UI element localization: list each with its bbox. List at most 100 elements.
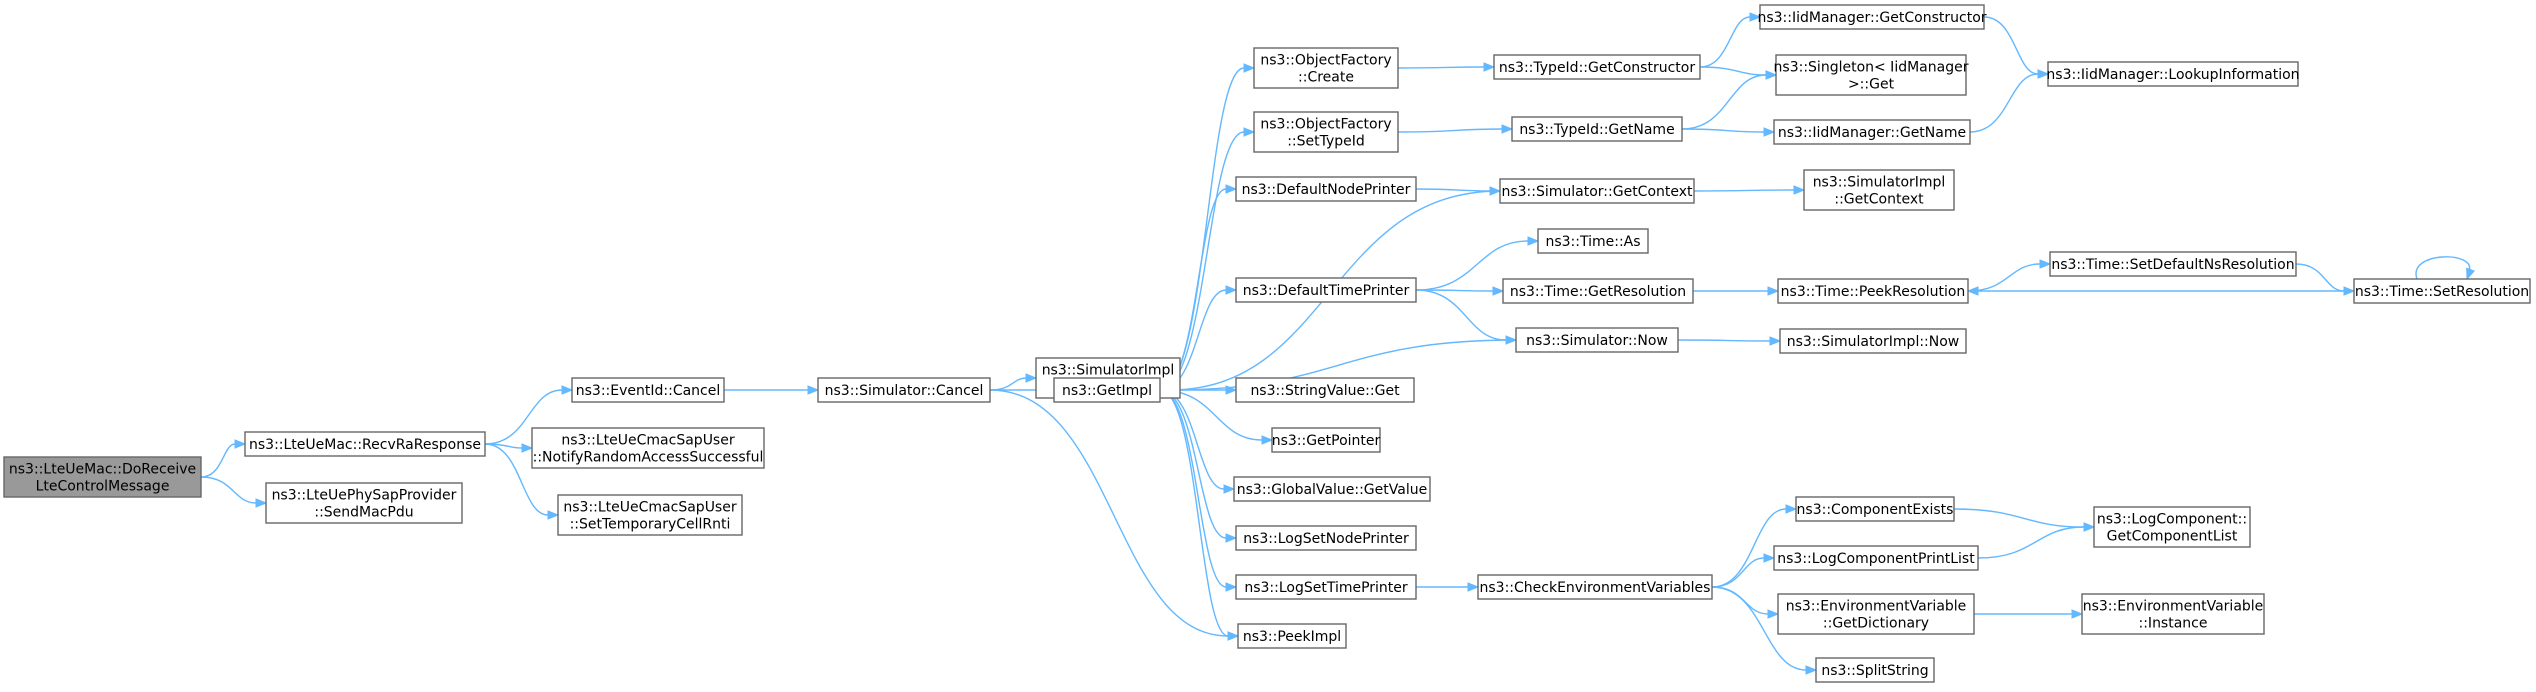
call-edge — [1159, 389, 1238, 592]
function-node-n17[interactable]: ns3::LogSetNodePrinter — [1235, 525, 1417, 551]
node-label: ns3::LteUeCmacSapUser — [563, 500, 736, 516]
call-edge — [1973, 609, 2084, 619]
edge-line — [1711, 508, 1787, 588]
function-node-n6[interactable]: ns3::Simulator::Cancel — [817, 377, 991, 403]
node-label: ns3::LogComponentPrintList — [1777, 551, 1975, 567]
function-node-n22[interactable]: ns3::Time::As — [1537, 228, 1649, 254]
function-node-n26[interactable]: ns3::IidManager::GetConstructor — [1757, 4, 1987, 30]
function-node-n9[interactable]: ns3::PeekImpl — [1237, 623, 1347, 649]
edge-arrowhead — [1492, 286, 1505, 296]
function-node-n27[interactable]: ns3::Singleton< IidManager>::Get — [1774, 54, 1969, 96]
function-node-n2[interactable]: ns3::LteUePhySapProvider::SendMacPdu — [265, 482, 463, 524]
edge-line — [1397, 66, 1485, 69]
call-edge — [989, 373, 1038, 391]
node-box — [531, 427, 765, 469]
node-box — [1235, 574, 1417, 600]
node-box — [1773, 545, 1979, 571]
function-node-n36[interactable]: ns3::IidManager::LookupInformation — [2046, 61, 2300, 87]
function-node-n21[interactable]: ns3::Simulator::GetContext — [1499, 178, 1695, 204]
node-box — [1795, 496, 1955, 522]
node-box — [1815, 657, 1935, 683]
function-node-n18[interactable]: ns3::LogSetTimePrinter — [1235, 574, 1417, 600]
function-node-n3[interactable]: ns3::EventId::Cancel — [571, 377, 725, 403]
node-label: ns3::EnvironmentVariable — [1786, 599, 1967, 615]
node-label: ns3::Singleton< IidManager — [1774, 60, 1969, 76]
function-node-n33[interactable]: ns3::LogComponentPrintList — [1773, 545, 1979, 571]
function-node-n32[interactable]: ns3::ComponentExists — [1795, 496, 1955, 522]
function-node-n12[interactable]: ns3::DefaultNodePrinter — [1235, 176, 1417, 202]
edge-line — [1159, 389, 1229, 637]
call-edge — [1693, 185, 1806, 195]
edge-arrowhead — [255, 498, 268, 508]
function-node-n11[interactable]: ns3::ObjectFactory::SetTypeId — [1253, 111, 1399, 153]
call-edge — [1415, 236, 1540, 291]
node-label: ns3::SimulatorImpl — [1813, 175, 1946, 191]
call-edge — [1711, 586, 1818, 675]
function-node-n29[interactable]: ns3::SimulatorImpl::GetContext — [1803, 169, 1955, 211]
function-node-n30[interactable]: ns3::Time::PeekResolution — [1777, 278, 1969, 304]
node-box — [1235, 176, 1417, 202]
call-edge — [1699, 66, 1778, 80]
edge-line — [2295, 263, 2345, 292]
node-box — [265, 482, 463, 524]
node-label: ns3::EnvironmentVariable — [2083, 599, 2264, 615]
node-box — [244, 431, 486, 457]
call-edge — [484, 385, 574, 445]
node-label: ns3::GlobalValue::GetValue — [1237, 482, 1427, 498]
edge-line — [1415, 240, 1529, 291]
function-node-n4[interactable]: ns3::LteUeCmacSapUser::NotifyRandomAcces… — [531, 427, 765, 469]
function-node-n28[interactable]: ns3::IidManager::GetName — [1773, 119, 1971, 145]
node-box — [1235, 525, 1417, 551]
function-node-n38[interactable]: ns3::Time::SetResolution — [2353, 278, 2531, 304]
node-label: ns3::DefaultNodePrinter — [1242, 182, 1411, 198]
node-label: ns3::IidManager::GetName — [1778, 125, 1966, 141]
edge-arrowhead — [1223, 484, 1236, 494]
node-label: ns3::Time::PeekResolution — [1781, 284, 1966, 300]
function-node-n10[interactable]: ns3::ObjectFactory::Create — [1253, 47, 1399, 89]
function-node-n19[interactable]: ns3::TypeId::GetConstructor — [1493, 54, 1701, 80]
function-node-n5[interactable]: ns3::LteUeCmacSapUser::SetTemporaryCellR… — [557, 494, 743, 536]
function-node-n34[interactable]: ns3::EnvironmentVariable::GetDictionary — [1777, 593, 1975, 635]
node-label: ns3::Time::As — [1545, 234, 1640, 250]
edge-arrowhead — [2071, 609, 2084, 619]
call-edge — [1977, 522, 2096, 559]
function-node-n13[interactable]: ns3::DefaultTimePrinter — [1235, 277, 1417, 303]
node-box — [1779, 328, 1967, 354]
node-box — [1493, 54, 1701, 80]
function-node-n37[interactable]: ns3::Time::SetDefaultNsResolution — [2049, 251, 2297, 277]
function-node-n39[interactable]: ns3::LogComponent::GetComponentList — [2093, 506, 2251, 548]
edge-arrowhead — [1763, 127, 1776, 137]
node-box — [1803, 169, 1955, 211]
node-label: ns3::SplitString — [1821, 663, 1928, 679]
node-box — [2353, 278, 2531, 304]
function-node-n16[interactable]: ns3::GlobalValue::GetValue — [1233, 476, 1431, 502]
node-label: ns3::GetImpl — [1062, 383, 1152, 399]
node-box — [1537, 228, 1649, 254]
function-node-n20[interactable]: ns3::TypeId::GetName — [1511, 116, 1683, 142]
function-node-n23[interactable]: ns3::Time::GetResolution — [1502, 278, 1694, 304]
function-node-n24[interactable]: ns3::Simulator::Now — [1515, 327, 1679, 353]
function-node-n8[interactable]: ns3::GetImpl — [1053, 377, 1161, 403]
node-label: ns3::LogSetNodePrinter — [1243, 531, 1409, 547]
function-node-n1[interactable]: ns3::LteUeMac::RecvRaResponse — [244, 431, 486, 457]
function-node-n35[interactable]: ns3::SplitString — [1815, 657, 1935, 683]
function-node-n15[interactable]: ns3::GetPointer — [1271, 427, 1381, 453]
function-node-n40[interactable]: ns3::EnvironmentVariable::Instance — [2081, 593, 2265, 635]
edge-arrowhead — [1501, 124, 1514, 134]
edge-line — [1415, 289, 1507, 341]
edge-arrowhead — [1467, 582, 1480, 592]
edge-line — [484, 443, 549, 516]
node-box — [1499, 178, 1695, 204]
function-node-n14[interactable]: ns3::StringValue::Get — [1235, 377, 1415, 403]
node-box — [1235, 277, 1417, 303]
call-edge — [724, 385, 820, 395]
node-label: ns3::PeekImpl — [1243, 629, 1341, 645]
function-node-n0[interactable]: ns3::LteUeMac::DoReceiveLteControlMessag… — [3, 456, 202, 498]
function-node-n31[interactable]: ns3::SimulatorImpl::Now — [1779, 328, 1967, 354]
function-node-n25[interactable]: ns3::CheckEnvironmentVariables — [1477, 574, 1713, 600]
node-box — [1777, 278, 1969, 304]
edge-arrowhead — [1243, 63, 1256, 73]
call-edge — [484, 443, 560, 520]
edge-arrowhead — [1225, 533, 1238, 543]
call-edge — [1699, 12, 1762, 68]
